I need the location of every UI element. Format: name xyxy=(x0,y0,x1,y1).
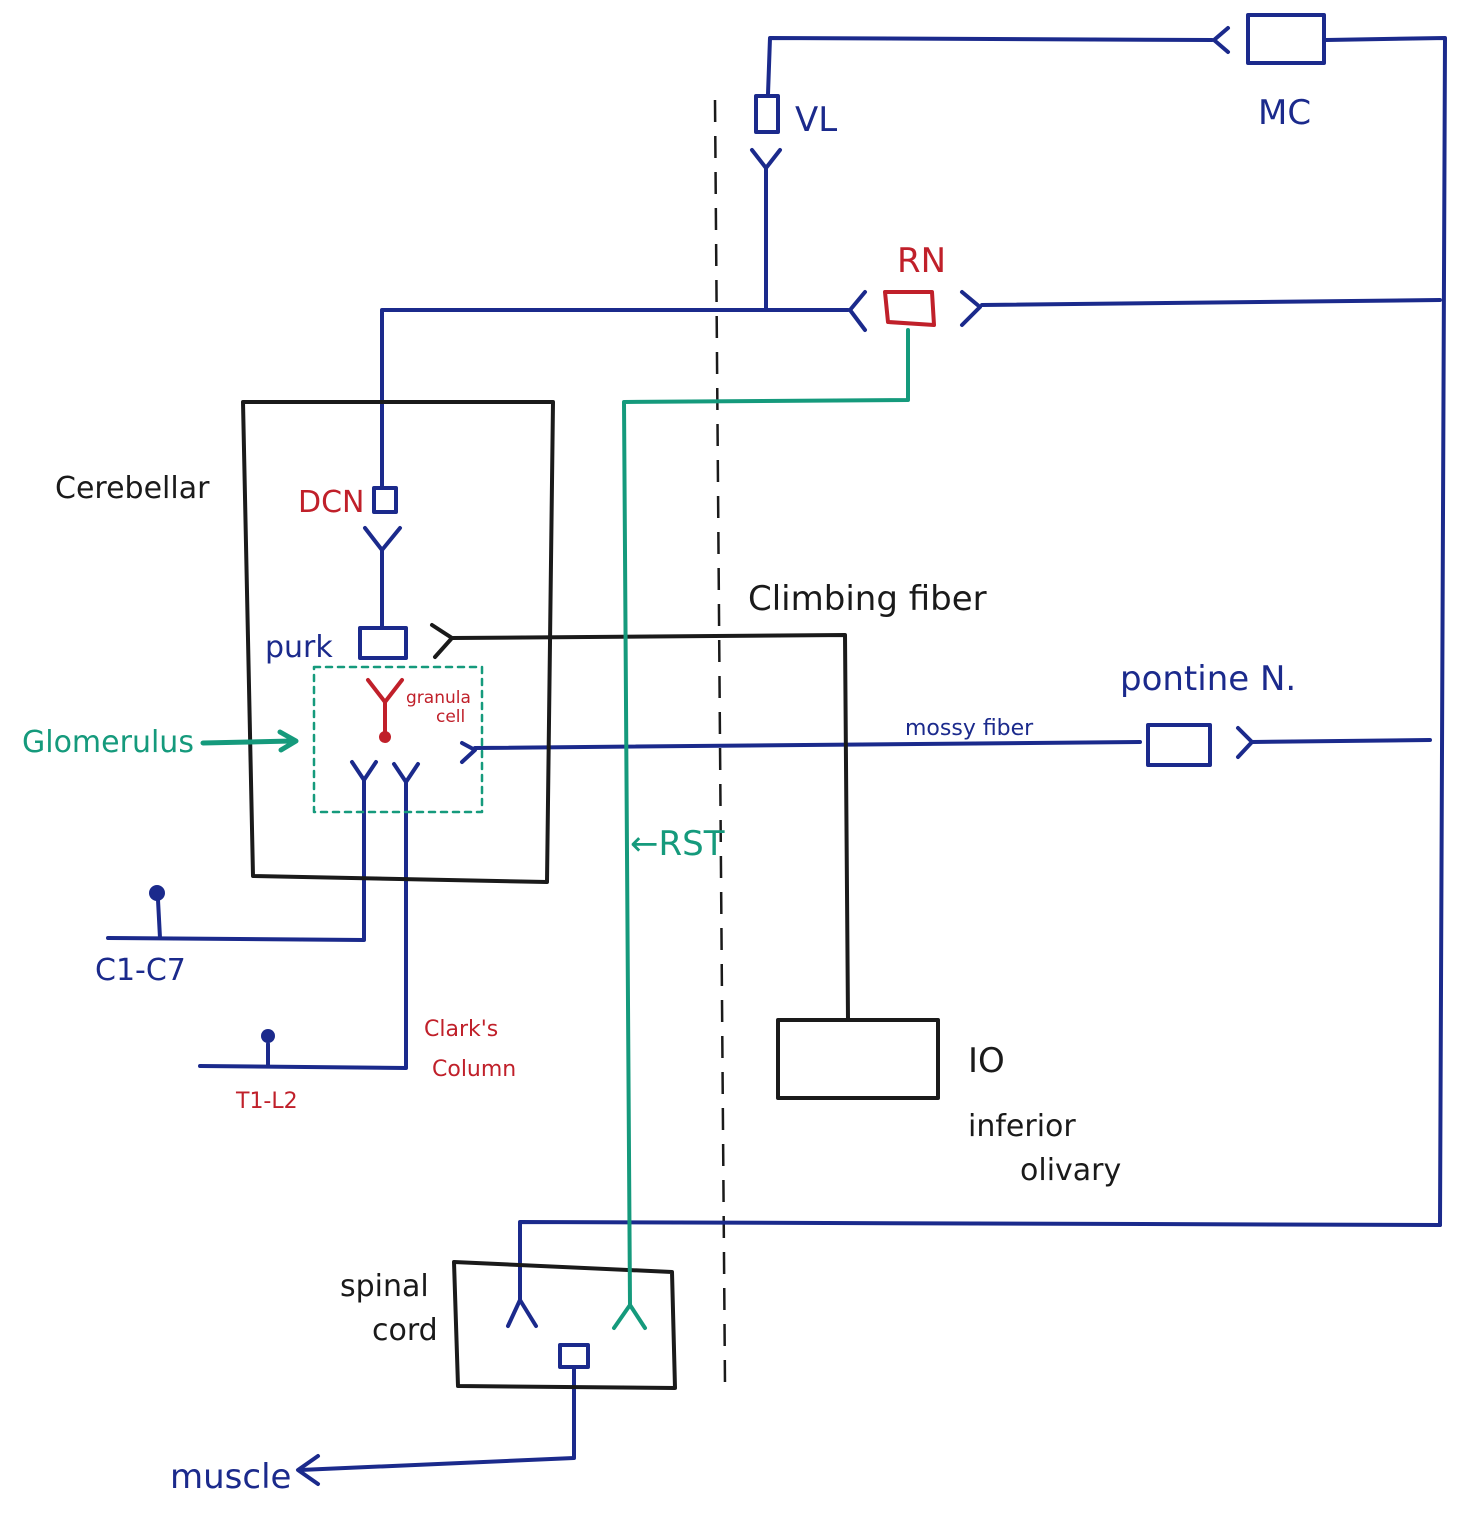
mossy-fiber-label: mossy fiber xyxy=(905,716,1034,741)
t1l2-ganglion xyxy=(261,1029,275,1043)
rst-label: ←RST xyxy=(630,824,725,864)
cerebellar-label: Cerebellar xyxy=(55,471,210,506)
cell-label: cell xyxy=(436,707,465,727)
t1l2-line xyxy=(198,780,408,1070)
mc-label: MC xyxy=(1258,93,1311,133)
mossy-fiber-synapse xyxy=(460,741,477,764)
rn-box xyxy=(883,290,936,327)
mc-synapse xyxy=(1212,26,1230,54)
cerebellar-box xyxy=(241,400,555,884)
rn-label: RN xyxy=(897,241,946,281)
granula-label: granula xyxy=(406,688,471,708)
muscle-output-line xyxy=(298,1365,576,1472)
c1c7-label: C1-C7 xyxy=(95,953,186,988)
rn-left-synapse xyxy=(848,290,867,332)
mc-to-vl-line xyxy=(766,36,1214,96)
pontine-label: pontine N. xyxy=(1120,659,1296,699)
mc-to-pontine-line xyxy=(1250,738,1432,744)
inferior-label: inferior xyxy=(968,1109,1076,1144)
climbing-fiber-synapse xyxy=(430,623,454,659)
glomerulus-arrow xyxy=(200,729,299,753)
rst-synapse xyxy=(612,1303,647,1330)
rn-right-synapse xyxy=(960,290,982,327)
climbing-fiber-label: Climbing fiber xyxy=(748,579,987,619)
granule-cell-body xyxy=(379,731,391,743)
red-structures xyxy=(366,290,936,734)
mc-box xyxy=(1246,13,1326,65)
blue-pathways xyxy=(106,13,1447,1486)
c1c7-ganglion xyxy=(149,885,165,901)
c1c7-line xyxy=(106,778,366,942)
c1c7-stalk xyxy=(156,898,162,940)
io-box xyxy=(776,1018,940,1100)
black-structures xyxy=(241,400,940,1390)
vl-label: VL xyxy=(795,100,837,140)
pontine-synapse xyxy=(1236,726,1254,759)
mc-to-rn-line xyxy=(980,298,1442,307)
spinal-cord-box xyxy=(452,1260,677,1390)
dcn-output-line xyxy=(380,308,850,488)
t1l2-synapse xyxy=(392,762,420,784)
granule-cell-dendrite xyxy=(366,678,404,734)
mc-right-trunk xyxy=(1324,36,1447,1227)
muscle-arrowhead xyxy=(296,1454,320,1486)
mossy-fiber-line xyxy=(473,740,1142,750)
pontine-box xyxy=(1146,723,1212,767)
vl-box xyxy=(754,94,780,134)
t1l2-label: T1-L2 xyxy=(235,1089,298,1114)
dcn-label: DCN xyxy=(298,485,365,520)
io-label: IO xyxy=(968,1041,1005,1081)
dcn-box xyxy=(372,486,398,514)
purk-box xyxy=(358,626,408,660)
green-structures xyxy=(200,328,910,1330)
dcn-synapse xyxy=(363,526,402,552)
column-label: Column xyxy=(432,1057,516,1082)
cord-label: cord xyxy=(372,1313,438,1348)
clarks-label: Clark's xyxy=(424,1017,498,1042)
vl-synapse xyxy=(750,148,782,170)
spinal-left-synapse xyxy=(506,1298,538,1328)
glomerulus-region xyxy=(312,665,484,814)
spinal-feedback-line xyxy=(518,1220,1442,1302)
motor-neuron-box xyxy=(558,1343,590,1369)
midline-divider xyxy=(713,99,727,1386)
muscle-label: muscle xyxy=(170,1457,291,1497)
climbing-fiber-line xyxy=(450,633,850,1022)
rubrospinal-tract xyxy=(622,328,910,1307)
glomerulus-label: Glomerulus xyxy=(22,725,194,760)
c1c7-synapse xyxy=(350,760,378,782)
spinal-label: spinal xyxy=(340,1269,429,1304)
purk-label: purk xyxy=(265,630,333,665)
olivary-label: olivary xyxy=(1020,1153,1121,1188)
